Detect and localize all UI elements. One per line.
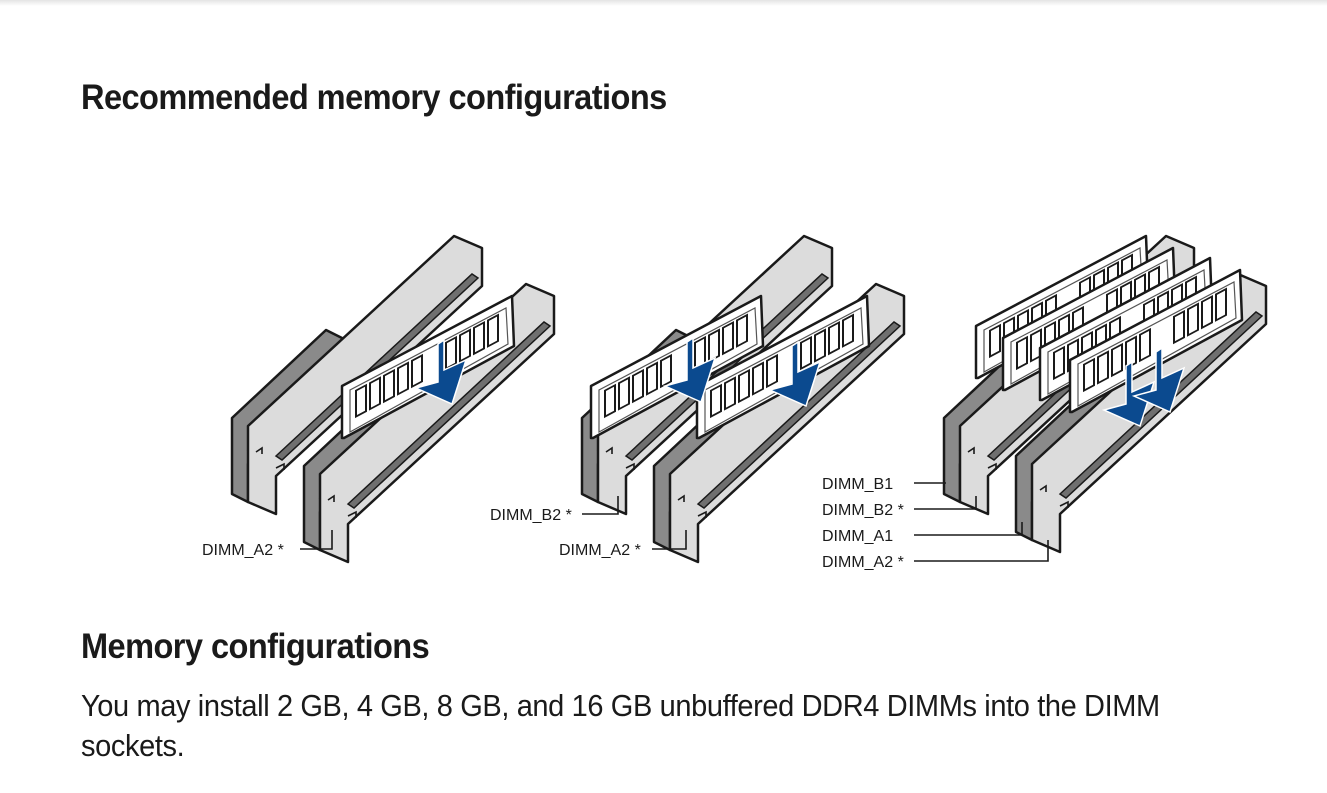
leader-line	[914, 540, 1049, 562]
label-dimm-b2: DIMM_B2 *	[822, 502, 904, 519]
leader-line	[300, 530, 333, 550]
leader-line	[914, 522, 1023, 536]
memory-configuration-illustration: DIMM_A2 * DIMM_B2 * DIMM_A2 * DIMM_B1 DI…	[202, 234, 1268, 571]
label-dimm-a2: DIMM_A2 *	[559, 542, 641, 559]
label-dimm-b2: DIMM_B2 *	[490, 507, 572, 524]
figure-one-dimm: DIMM_A2 *	[202, 234, 556, 564]
figure-four-dimms: DIMM_B1 DIMM_B2 * DIMM_A1 DIMM_A2 *	[822, 234, 1268, 571]
leader-line	[582, 496, 619, 515]
leader-line	[914, 496, 977, 510]
memory-configurations-heading: Memory configurations	[81, 627, 430, 666]
memory-configurations-paragraph: You may install 2 GB, 4 GB, 8 GB, and 16…	[81, 688, 1160, 763]
leader-line	[652, 530, 687, 550]
label-dimm-a1: DIMM_A1	[822, 528, 893, 545]
label-dimm-a2: DIMM_A2 *	[822, 554, 904, 571]
figure-two-dimms: DIMM_B2 * DIMM_A2 *	[490, 234, 906, 564]
label-dimm-a2: DIMM_A2 *	[202, 542, 284, 559]
top-edge-shadow	[0, 0, 1327, 6]
recommended-configurations-heading: Recommended memory configurations	[81, 78, 667, 117]
label-dimm-b1: DIMM_B1	[822, 476, 893, 493]
